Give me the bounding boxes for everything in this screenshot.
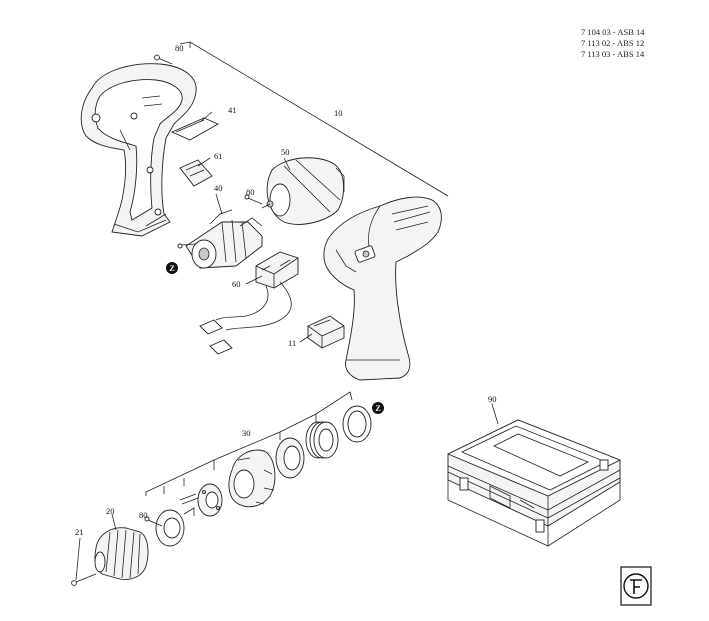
callout-90: 90	[488, 394, 497, 404]
model-line: 7 104 03 - ASB 14	[581, 27, 645, 37]
chuck-parts	[71, 405, 372, 586]
model-number-list: 7 104 03 - ASB 14 7 113 02 - ABS 12 7 11…	[581, 27, 645, 60]
callout-80: 80	[139, 510, 148, 520]
callout-21: 21	[75, 527, 84, 537]
case-latch-left	[459, 477, 469, 491]
clutch-collar	[228, 449, 276, 508]
callout-11: 11	[288, 338, 296, 348]
detent-pin	[179, 493, 199, 516]
callout-80: 80	[246, 187, 255, 197]
z-marker: Z	[166, 262, 178, 274]
z-marker-label: Z	[169, 264, 174, 273]
callout-41: 41	[228, 105, 237, 115]
gearbox-40	[177, 209, 263, 269]
motor-50	[261, 157, 345, 225]
callout-leaders	[75, 111, 499, 581]
callout-40: 40	[214, 183, 223, 193]
callout-50: 50	[281, 147, 290, 157]
case-latch-back	[599, 459, 609, 471]
callout-80: 80	[175, 43, 184, 53]
screw-80-chuck	[144, 516, 163, 527]
slide-switch-61	[179, 159, 213, 187]
carrying-case-90	[446, 419, 622, 547]
thrust-plate	[197, 483, 223, 517]
assembly-bracket-30	[145, 391, 353, 496]
cover-plate-41	[170, 117, 220, 141]
callout-60: 60	[232, 279, 241, 289]
screw-80-motor	[244, 194, 263, 205]
screw-80	[154, 54, 173, 65]
assembly-bracket-10	[179, 41, 449, 197]
callout-30: 30	[242, 428, 251, 438]
housing-half-right	[323, 196, 442, 381]
model-line: 7 113 02 - ABS 12	[581, 38, 645, 48]
contact-clip-11	[307, 315, 345, 349]
spring	[305, 421, 339, 459]
washer-disc	[155, 509, 185, 547]
switch-60	[199, 251, 299, 355]
screw-21	[71, 573, 97, 586]
callout-20: 20	[106, 506, 115, 516]
fein-logo: fein	[620, 566, 652, 606]
case-latch-right	[535, 519, 545, 533]
housing-half-left	[80, 63, 197, 237]
callout-10: 10	[334, 108, 343, 118]
keyless-chuck-20	[94, 527, 149, 580]
model-line: 7 113 03 - ABS 14	[581, 49, 645, 59]
z-marker-label: Z	[375, 404, 380, 413]
z-marker: Z	[372, 402, 384, 414]
callout-61: 61	[214, 151, 223, 161]
